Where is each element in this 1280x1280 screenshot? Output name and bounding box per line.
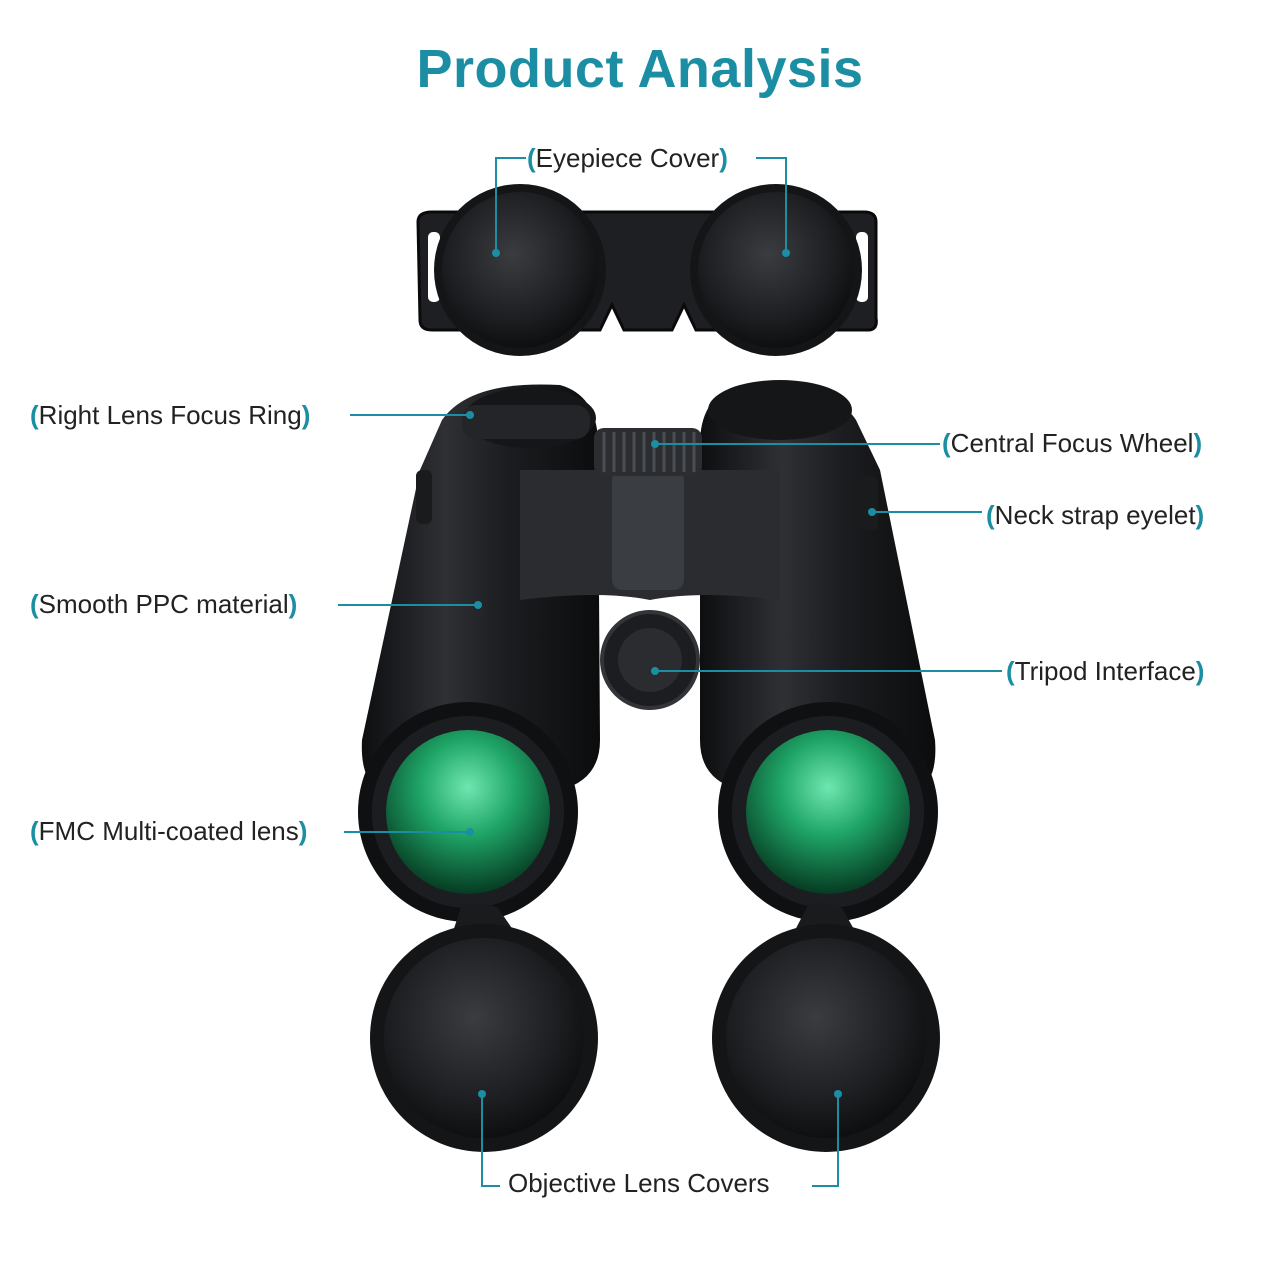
callout-label: Eyepiece Cover: [535, 143, 720, 173]
eyepiece-cap-right: [690, 184, 862, 356]
callout-fmc-multicoated-lens: (FMC Multi-coated lens): [30, 816, 308, 846]
objective-cover-right: [712, 903, 940, 1152]
eyepiece-cap-left: [434, 184, 606, 356]
callout-neck-strap-eyelet: (Neck strap eyelet): [986, 500, 1205, 530]
callout-label: FMC Multi-coated lens: [38, 816, 299, 846]
callout-eyepiece-cover: (Eyepiece Cover): [527, 143, 728, 173]
callout-label: Neck strap eyelet: [994, 500, 1196, 530]
callout-tripod-interface: (Tripod Interface): [1006, 656, 1205, 686]
callout-label: Right Lens Focus Ring: [38, 400, 302, 430]
callout-label: Tripod Interface: [1014, 656, 1196, 686]
objective-cover-left: [370, 903, 598, 1152]
leader-lines: [338, 157, 1002, 1187]
callout-smooth-ppc-material: (Smooth PPC material): [30, 589, 298, 619]
callout-label: Central Focus Wheel: [950, 428, 1194, 458]
binocular-body: [361, 380, 936, 790]
objective-lens-right: [718, 702, 938, 922]
callout-central-focus-wheel: (Central Focus Wheel): [942, 428, 1203, 458]
objective-lens-left: [358, 702, 578, 922]
callout-objective-lens-covers: Objective Lens Covers: [508, 1168, 770, 1198]
callout-dots: [466, 249, 876, 1098]
callout-label: Smooth PPC material: [38, 589, 289, 619]
callout-right-lens-focus-ring: (Right Lens Focus Ring): [30, 400, 311, 430]
page-title: Product Analysis: [416, 39, 864, 99]
